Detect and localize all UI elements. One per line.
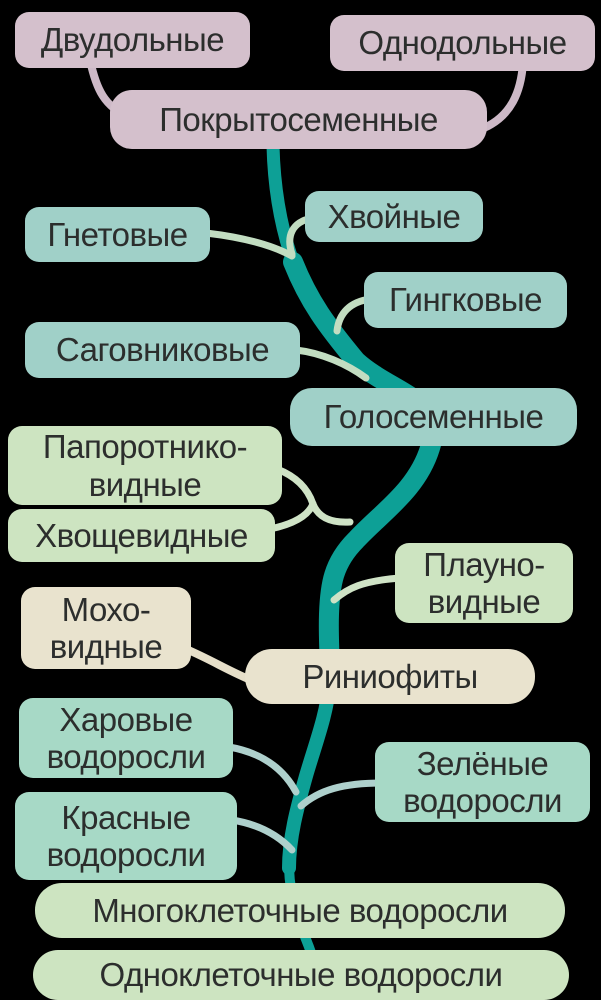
node-label: Плауно- видные	[423, 545, 545, 620]
trunk-middle-segment	[283, 252, 443, 696]
branch-ferns	[273, 465, 317, 508]
node-label: Риниофиты	[302, 657, 478, 695]
node-horsetails: Хвощевидные	[8, 509, 275, 562]
node-label: Одноклеточные водоросли	[99, 956, 503, 994]
trunk-lower-segment	[282, 679, 336, 875]
node-label: Мохо- видные	[49, 590, 163, 665]
branch-lycophytes	[330, 574, 404, 604]
branch-fern-junction	[309, 500, 354, 526]
node-ginkgos: Гингковые	[364, 272, 567, 328]
branch-cycads	[292, 346, 370, 382]
node-label: Голосеменные	[323, 398, 544, 436]
node-monocots: Однодольные	[330, 15, 595, 71]
branch-red-algae	[228, 816, 296, 854]
node-label: Гингковые	[389, 281, 542, 319]
node-label: Красные водоросли	[46, 798, 206, 873]
node-label: Хвойные	[327, 197, 461, 235]
node-lycophytes: Плауно- видные	[395, 543, 573, 623]
node-dicots: Двудольные	[15, 12, 250, 68]
branch-horsetails	[266, 500, 317, 533]
node-label: Гнетовые	[47, 215, 188, 253]
node-label: Хвощевидные	[35, 516, 248, 554]
branch-charophyte-algae	[225, 743, 300, 796]
node-label: Покрытосеменные	[159, 100, 438, 138]
node-green-algae: Зелёные водоросли	[375, 742, 590, 822]
branch-green-algae	[297, 779, 386, 810]
node-unicellular-algae: Одноклеточные водоросли	[33, 950, 569, 1000]
node-red-algae: Красные водоросли	[15, 792, 237, 880]
node-label: Однодольные	[358, 24, 567, 62]
node-cycads: Саговниковые	[25, 322, 300, 378]
node-ferns: Папоротнико- видные	[8, 426, 282, 505]
node-mosses: Мохо- видные	[21, 587, 191, 669]
node-multicellular-algae: Многоклеточные водоросли	[35, 883, 565, 938]
node-charophyte-algae: Харовые водоросли	[19, 698, 233, 778]
node-angiosperms: Покрытосеменные	[110, 90, 487, 149]
node-conifers: Хвойные	[305, 191, 483, 242]
node-label: Харовые водоросли	[46, 700, 206, 775]
node-label: Многоклеточные водоросли	[92, 891, 508, 929]
node-gnetophytes: Гнетовые	[25, 207, 210, 262]
node-label: Двудольные	[40, 21, 225, 59]
node-label: Саговниковые	[55, 331, 270, 369]
node-gymnosperms: Голосеменные	[290, 388, 577, 446]
node-rhyniophytes: Риниофиты	[245, 649, 535, 704]
node-label: Папоротнико- видные	[42, 428, 248, 503]
branch-gnetophytes	[202, 229, 296, 260]
branch-monocots	[480, 59, 527, 132]
node-label: Зелёные водоросли	[403, 744, 562, 819]
